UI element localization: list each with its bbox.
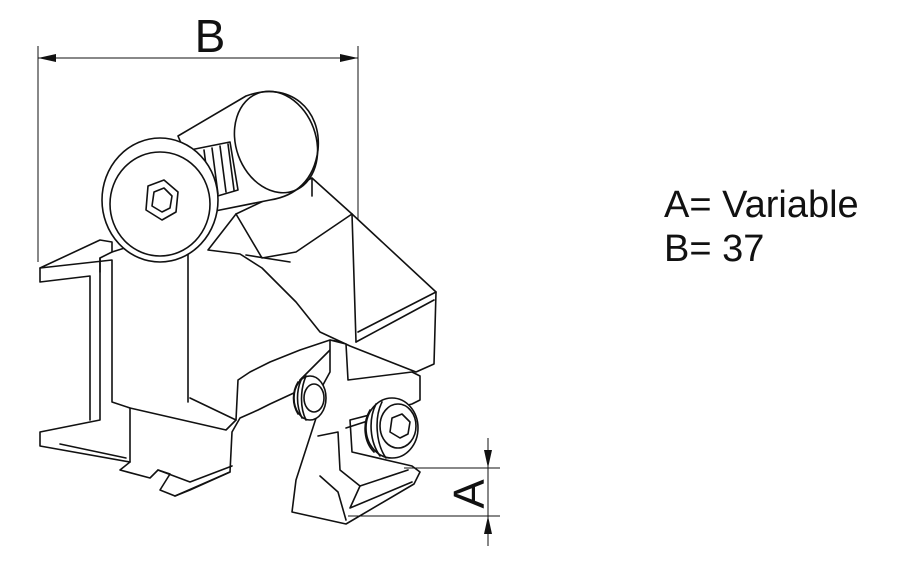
- legend-line-a: A= Variable: [664, 184, 859, 226]
- dimension-a-label: A: [445, 479, 494, 509]
- dimension-b-label: B: [195, 10, 226, 62]
- lower-set-screw: [364, 397, 419, 459]
- rail-profile: [39, 227, 343, 497]
- dimension-b: B: [37, 10, 359, 340]
- legend-line-b: B= 37: [664, 228, 765, 270]
- middle-set-screw: [292, 375, 327, 421]
- dimension-a: A: [348, 438, 500, 546]
- hex-socket-icon: [145, 179, 179, 221]
- clamp-block: [207, 177, 437, 373]
- countersunk-screw: [101, 137, 219, 263]
- hex-socket-icon-lower: [389, 413, 411, 439]
- dimension-legend: A= Variable B= 37: [664, 183, 859, 271]
